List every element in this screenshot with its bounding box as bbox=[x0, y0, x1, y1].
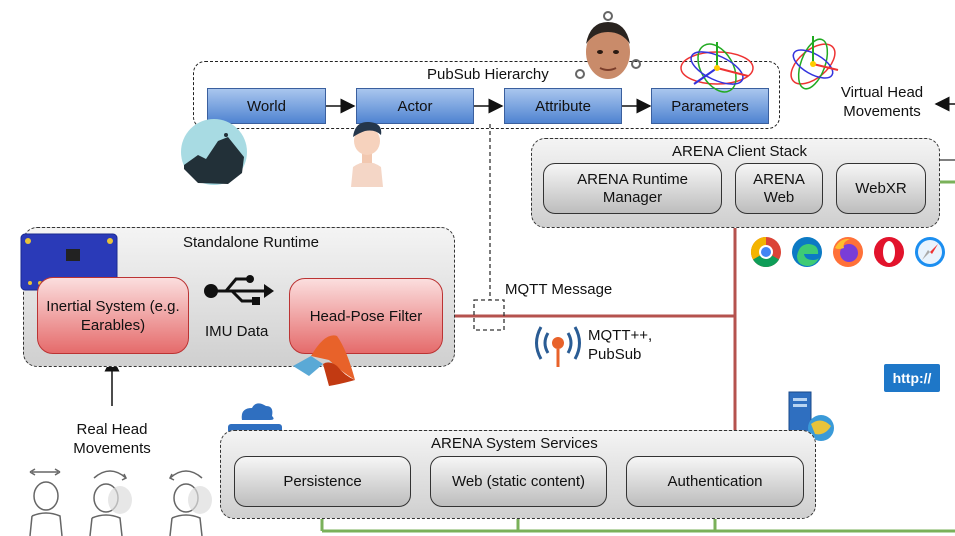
mqtt-pubsub-label: MQTT++, PubSub bbox=[588, 327, 653, 363]
client-stack-title: ARENA Client Stack bbox=[672, 143, 808, 160]
virtual-head-movements-label: Virtual Head Movements bbox=[840, 84, 924, 120]
webxr-node: WebXR bbox=[836, 163, 926, 214]
axes-gizmo-icon bbox=[790, 36, 839, 90]
chrome-icon bbox=[750, 237, 781, 268]
web-static-node: Web (static content) bbox=[430, 456, 607, 507]
firefox-icon bbox=[833, 237, 863, 267]
system-services-title: ARENA System Services bbox=[431, 435, 598, 452]
actor-node: Actor bbox=[356, 88, 474, 124]
matlab-icon bbox=[293, 335, 355, 386]
arena-web-node: ARENA Web bbox=[735, 163, 823, 214]
http-badge: http:// bbox=[884, 364, 940, 392]
head-movement-figures bbox=[29, 468, 212, 536]
landscape-icon bbox=[181, 119, 247, 185]
person-icon bbox=[351, 121, 383, 187]
world-node: World bbox=[207, 88, 326, 124]
safari-icon bbox=[915, 237, 945, 267]
server-icon bbox=[788, 391, 834, 441]
authentication-node: Authentication bbox=[626, 456, 804, 507]
standalone-runtime-title: Standalone Runtime bbox=[183, 234, 319, 251]
parameters-node: Parameters bbox=[651, 88, 769, 124]
inertial-system-node: Inertial System (e.g. Earables) bbox=[37, 277, 189, 354]
pubsub-hierarchy-box bbox=[193, 61, 780, 129]
usb-icon bbox=[204, 275, 274, 305]
avatar-head-icon bbox=[575, 11, 641, 79]
real-head-movements-label: Real Head Movements bbox=[73, 421, 151, 457]
mqtt-message-label: MQTT Message bbox=[505, 281, 613, 298]
persistence-node: Persistence bbox=[234, 456, 411, 507]
pubsub-hierarchy-title: PubSub Hierarchy bbox=[427, 66, 549, 83]
wireless-icon bbox=[535, 326, 581, 367]
imu-data-label: IMU Data bbox=[205, 323, 269, 340]
arena-runtime-manager-node: ARENA Runtime Manager bbox=[543, 163, 722, 214]
head-pose-filter-node: Head-Pose Filter bbox=[289, 278, 443, 354]
edge-icon bbox=[792, 237, 822, 267]
axes-gizmo-icon bbox=[680, 42, 754, 93]
attribute-node: Attribute bbox=[504, 88, 622, 124]
opera-icon bbox=[874, 237, 904, 267]
